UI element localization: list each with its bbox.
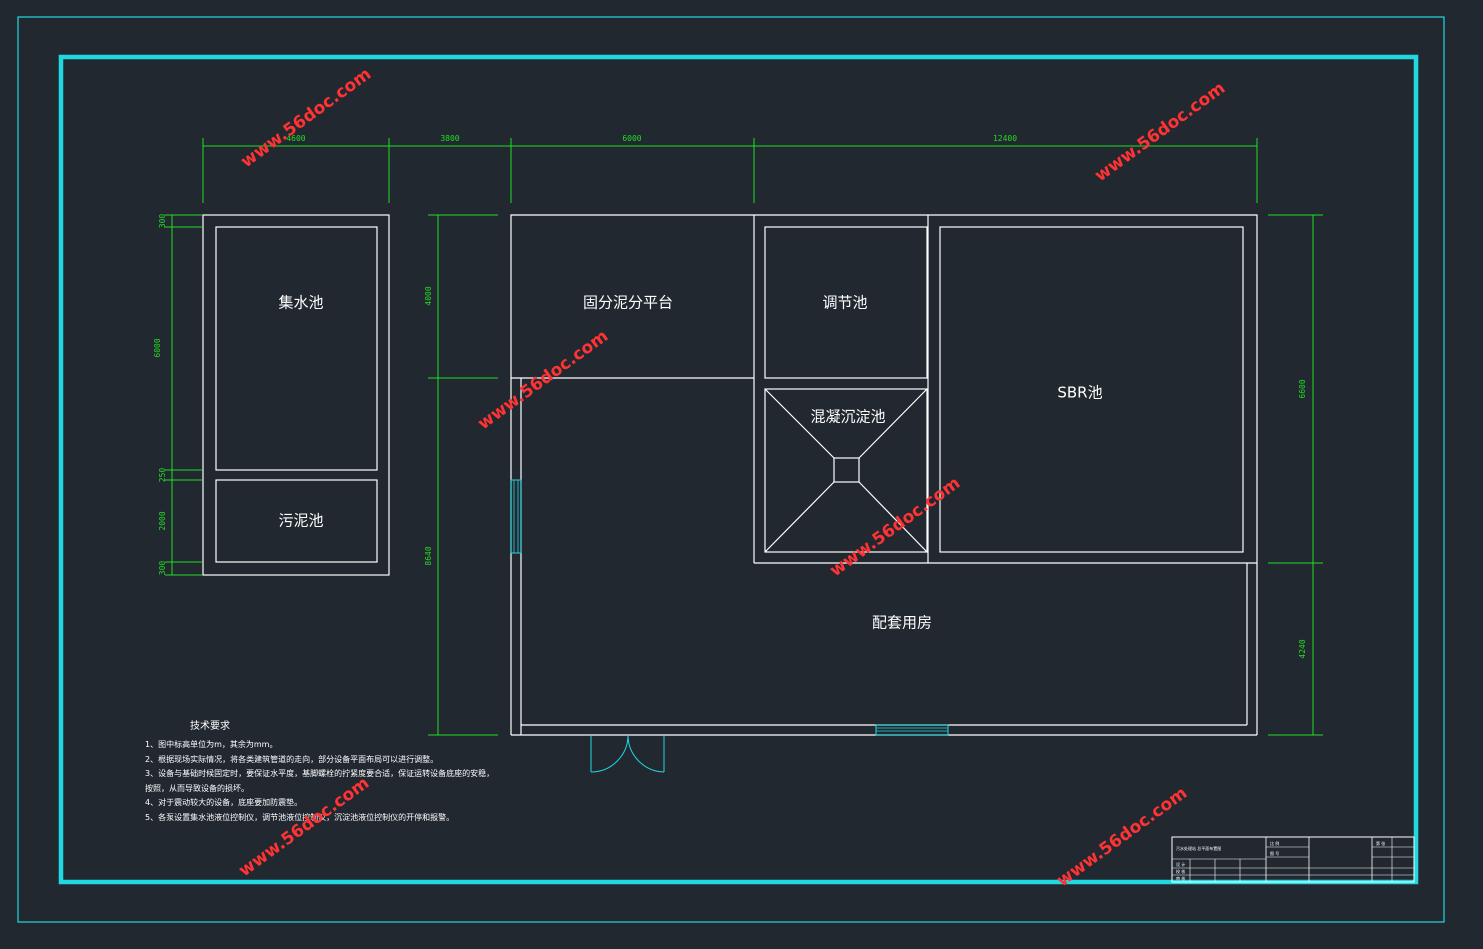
title-block: 污水处理站 总平面布置图 设 计 校 核 审 核 比 例 图 号 第 张	[1171, 836, 1415, 883]
notes-title: 技术要求	[190, 719, 230, 732]
title-block-cell: 第 张	[1376, 840, 1385, 846]
note-line: 1、图中标高单位为m，其余为mm。	[145, 739, 277, 749]
technical-notes: 技术要求 1、图中标高单位为m，其余为mm。 2、根据现场实际情况，将各类建筑管…	[145, 719, 494, 822]
top-dimension-chain: 4600 3800 6000 12400	[202, 134, 1258, 203]
watermark-text: www.56doc.com	[237, 64, 375, 172]
watermarks: www.56doc.com www.56doc.com www.56doc.co…	[235, 64, 1229, 891]
note-line: 5、各泵设置集水池液位控制仪，调节池液位控制仪，沉淀池液位控制仪的开停和报警。	[145, 812, 454, 822]
label-coag-sedimentation: 混凝沉淀池	[810, 408, 885, 426]
inner-border	[58, 54, 1419, 885]
note-line: 按照，从而导致设备的损坏。	[145, 783, 249, 793]
title-block-cell: 设 计	[1176, 861, 1185, 867]
bottom-window	[875, 724, 949, 736]
dim-mid-1: 4000	[424, 286, 433, 305]
dim-top-4: 12400	[993, 134, 1017, 143]
note-line: 4、对于震动较大的设备，底座要加防震垫。	[145, 797, 302, 807]
label-ancillary-rooms: 配套用房	[872, 614, 932, 632]
label-sbr-tank: SBR池	[1057, 384, 1102, 402]
left-dimension-chain: 300 6000 250 2000 300	[153, 214, 202, 576]
double-door	[590, 734, 665, 773]
label-collection-tank: 集水池	[278, 294, 323, 312]
watermark-text: www.56doc.com	[1091, 78, 1229, 186]
watermark-text: www.56doc.com	[474, 326, 612, 434]
regulating-tank	[764, 226, 928, 379]
side-window	[510, 479, 522, 554]
title-block-cell: 比 例	[1270, 840, 1279, 846]
dim-left-2: 6000	[153, 338, 162, 357]
title-block-cell: 审 核	[1176, 875, 1185, 881]
note-line: 2、根据现场实际情况，将各类建筑管道的走向，部分设备平面布局可以进行调整。	[145, 754, 438, 764]
outer-border	[17, 16, 1445, 923]
dim-left-4: 2000	[158, 511, 167, 530]
watermark-text: www.56doc.com	[235, 773, 373, 881]
label-regulating-tank: 调节池	[822, 294, 867, 312]
collection-tank	[215, 226, 378, 471]
right-dimension-chain: 6600 4240	[1268, 214, 1323, 736]
dim-right-2: 4240	[1298, 639, 1307, 658]
dim-top-3: 6000	[622, 134, 641, 143]
sbr-tank	[939, 226, 1244, 553]
dim-left-5: 300	[158, 561, 167, 576]
title-block-cell: 校 核	[1176, 868, 1185, 874]
label-sludge-tank: 污泥池	[278, 512, 323, 530]
left-structure	[202, 214, 390, 576]
dim-right-1: 6600	[1298, 379, 1307, 398]
middle-dimension-chain: 4000 8640	[424, 214, 498, 736]
note-line: 3、设备与基础时候固定时，要保证水平度，基脚螺栓的拧紧度要合适，保证运转设备底座…	[145, 768, 494, 778]
sludge-tank	[215, 479, 378, 563]
title-block-cell: 图 号	[1270, 850, 1279, 856]
dim-left-1: 300	[158, 214, 167, 229]
dim-mid-2: 8640	[424, 546, 433, 565]
label-solids-platform: 固分泥分平台	[583, 294, 673, 312]
dim-left-3: 250	[158, 468, 167, 483]
dim-top-2: 3800	[440, 134, 459, 143]
main-structure	[510, 214, 1258, 773]
title-block-cell: 污水处理站 总平面布置图	[1176, 845, 1221, 851]
watermark-text: www.56doc.com	[826, 473, 964, 581]
watermark-text: www.56doc.com	[1053, 783, 1191, 891]
coag-sedimentation-tank	[764, 388, 928, 553]
dim-top-1: 4600	[286, 134, 305, 143]
sedimentation-hopper	[833, 457, 860, 483]
